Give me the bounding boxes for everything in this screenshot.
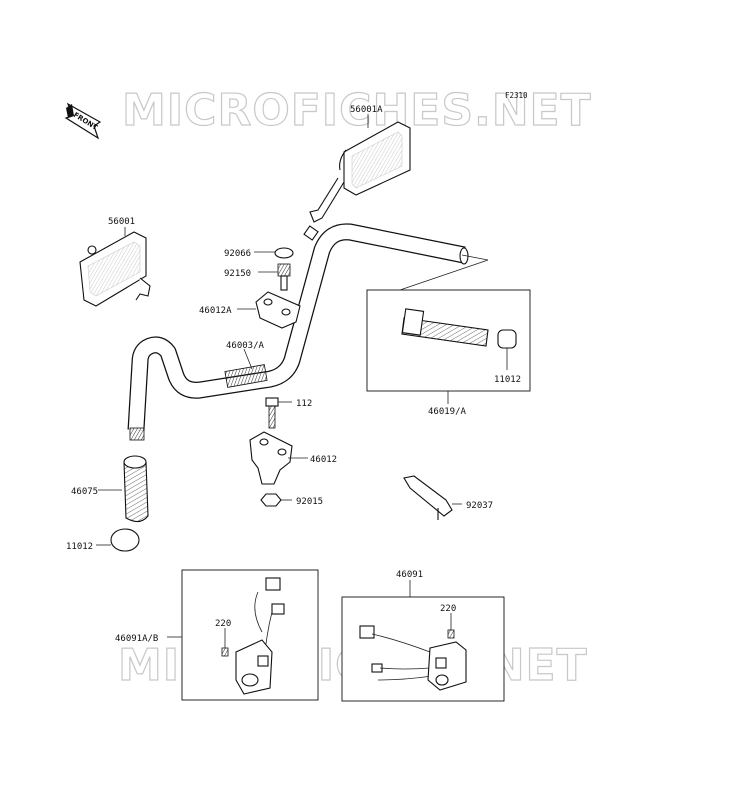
bolt-112 bbox=[265, 397, 279, 429]
throttle-grip bbox=[401, 308, 489, 347]
switch-left bbox=[235, 577, 285, 695]
grip-left-46075 bbox=[123, 455, 149, 523]
end-cap-left-11012 bbox=[110, 528, 140, 552]
bolt-92150 bbox=[277, 263, 291, 291]
label-92015: 92015 bbox=[296, 497, 323, 507]
label-92037: 92037 bbox=[466, 501, 493, 511]
label-220-right: 220 bbox=[440, 604, 456, 614]
wrench-92037 bbox=[403, 475, 453, 520]
screw-220-right bbox=[447, 629, 455, 639]
label-92066: 92066 bbox=[224, 249, 251, 259]
label-46019A: 46019/A bbox=[428, 407, 467, 417]
figure-code: F2310 bbox=[505, 91, 528, 100]
clamp-upper-46012A bbox=[255, 291, 301, 329]
label-46091AB: 46091A/B bbox=[115, 634, 158, 644]
switch-right bbox=[359, 625, 467, 691]
handlebar bbox=[127, 223, 469, 441]
label-56001A: 56001A bbox=[350, 105, 383, 115]
label-46075: 46075 bbox=[71, 487, 98, 497]
front-arrow-icon: FRONT bbox=[64, 102, 102, 140]
mirror-right bbox=[303, 121, 411, 241]
mirror-left bbox=[79, 231, 151, 307]
label-92150: 92150 bbox=[224, 269, 251, 279]
label-220-left: 220 bbox=[215, 619, 231, 629]
label-46012A: 46012A bbox=[199, 306, 232, 316]
watermark-top: MICROFICHES.NET bbox=[122, 85, 592, 136]
label-46012: 46012 bbox=[310, 455, 337, 465]
leader-lines bbox=[96, 114, 508, 648]
label-112: 112 bbox=[296, 399, 312, 409]
label-56001: 56001 bbox=[108, 217, 135, 227]
label-11012-right: 11012 bbox=[494, 375, 521, 385]
label-11012-left: 11012 bbox=[66, 542, 93, 552]
cap-92066 bbox=[274, 247, 294, 259]
label-46003A: 46003/A bbox=[226, 341, 265, 351]
nut-92015 bbox=[260, 493, 282, 507]
screw-220-left bbox=[221, 647, 229, 657]
label-46091: 46091 bbox=[396, 570, 423, 580]
end-cap-right-11012 bbox=[497, 329, 517, 349]
clamp-lower-46012 bbox=[249, 431, 293, 485]
